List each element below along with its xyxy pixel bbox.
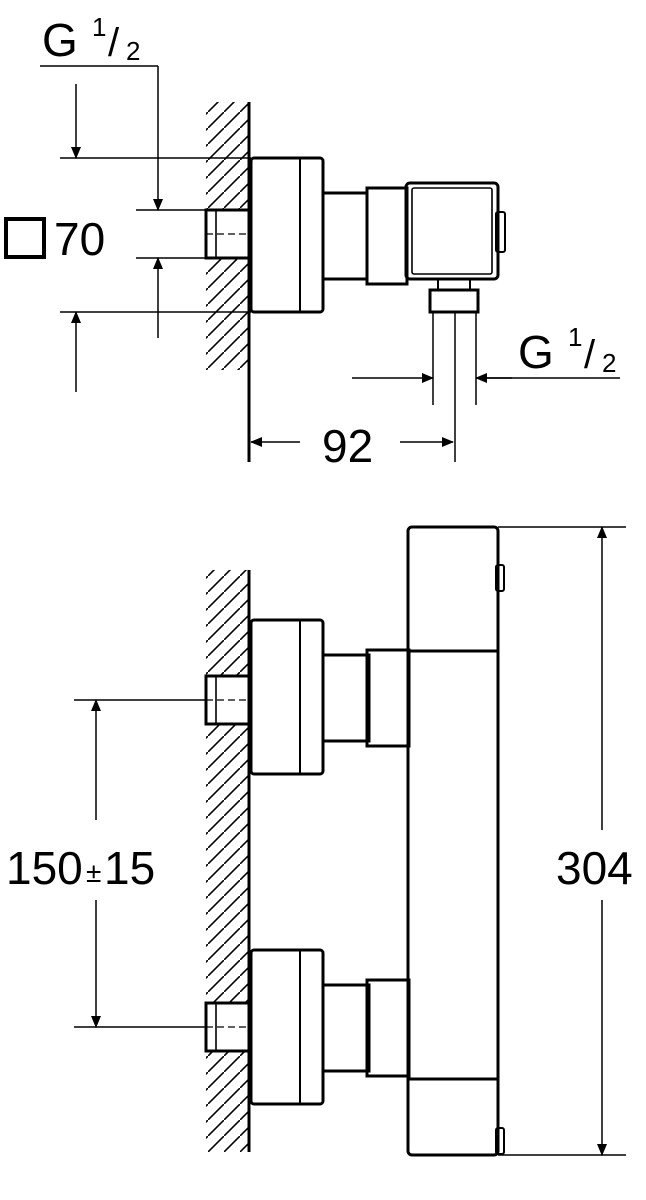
thermostat-body	[406, 525, 500, 1157]
top-thread-denominator: 2	[126, 36, 140, 66]
outlet-nut	[428, 288, 480, 314]
square-size-label: 70	[54, 213, 105, 265]
depth-label: 92	[322, 420, 373, 472]
inlet-spacing-value: 150	[6, 842, 83, 894]
height-label: 304	[556, 842, 633, 894]
lower-mount-plate	[249, 948, 325, 1106]
outlet-thread-letter: G	[518, 326, 554, 378]
mount-plate	[249, 156, 325, 314]
outlet-thread-denominator: 2	[602, 348, 616, 378]
front-view	[74, 525, 626, 1157]
top-thread-slash: /	[108, 21, 120, 65]
upper-mount-plate	[249, 618, 325, 776]
outlet-thread-numerator: 1	[568, 322, 582, 352]
wall-hatch-bottom	[206, 570, 248, 1152]
side-view	[4, 65, 620, 462]
body-stem	[321, 191, 369, 281]
top-thread-letter: G	[42, 14, 78, 66]
inlet-spacing-pm: ±	[86, 857, 101, 888]
inlet-spacing-tolerance: 15	[104, 842, 155, 894]
square-head	[404, 181, 500, 281]
square-symbol-icon	[4, 217, 46, 259]
body-neck	[365, 186, 409, 286]
outlet-thread-slash: /	[584, 333, 596, 377]
top-thread-numerator: 1	[92, 12, 106, 42]
